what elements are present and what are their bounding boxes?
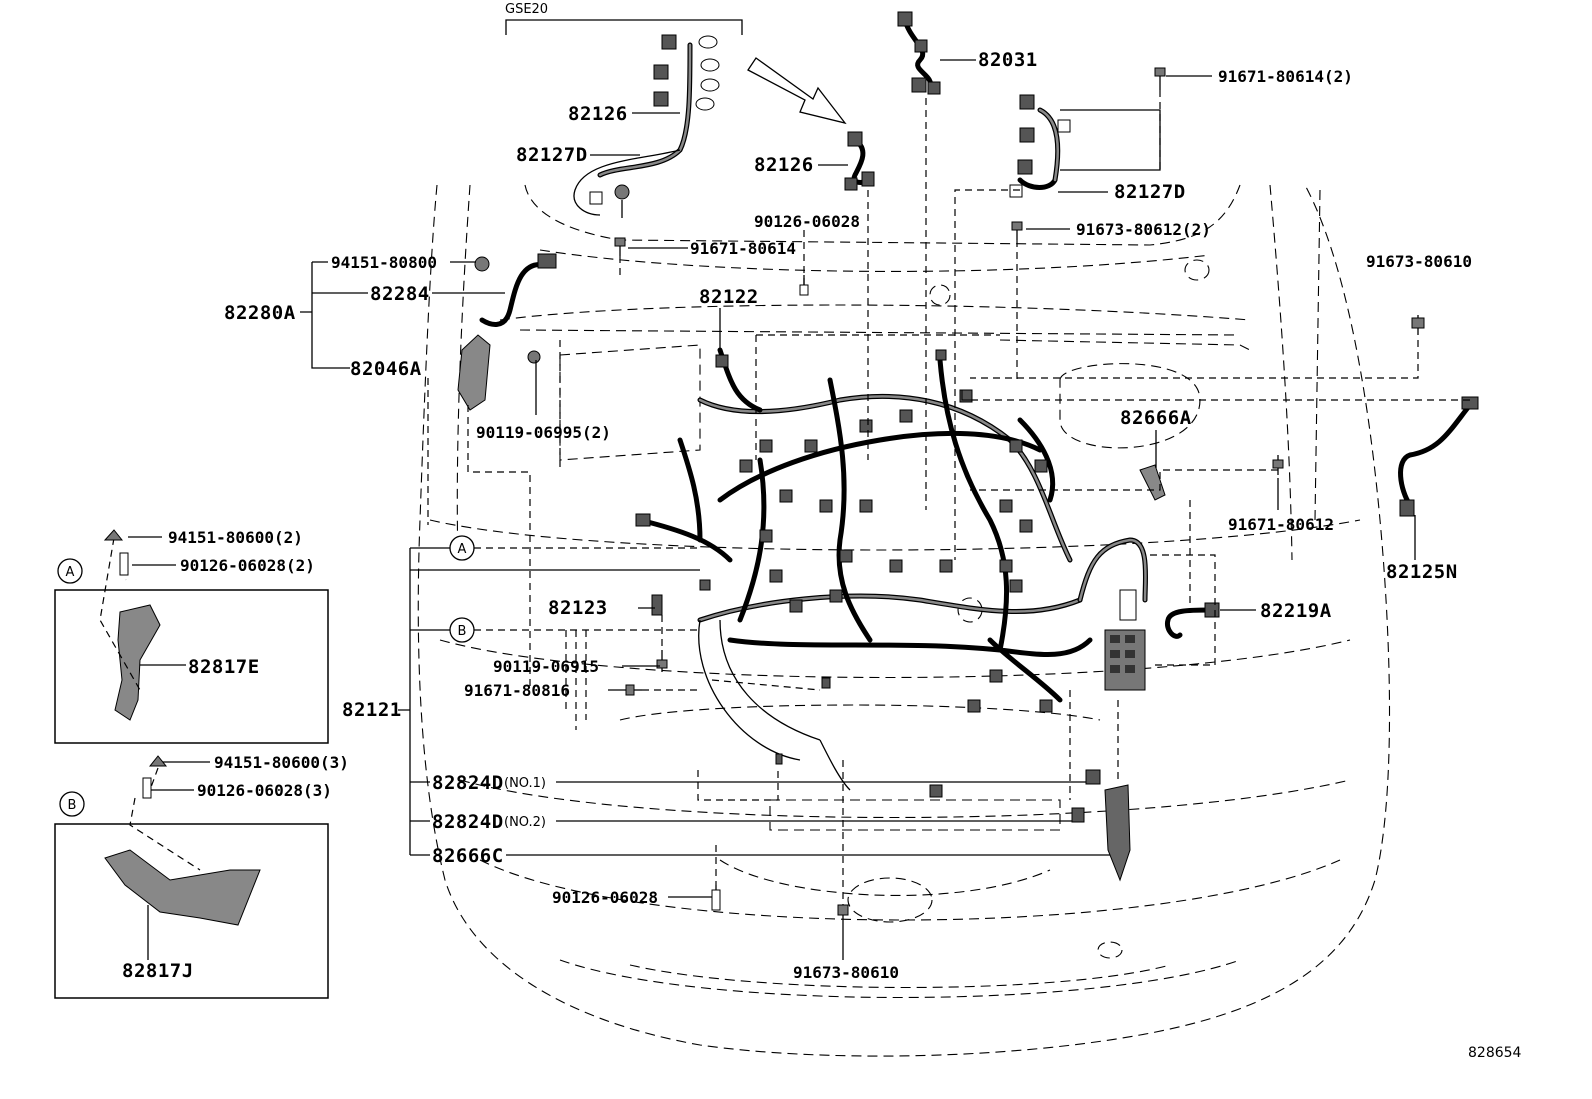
clamp-82666a (1139, 464, 1166, 501)
label-94151-80800: 94151-80800 (331, 253, 437, 272)
callout-b-inset-label: B (68, 798, 77, 813)
label-91673-80610-bottom: 91673-80610 (793, 963, 899, 982)
leader-lines (300, 59, 1470, 960)
label-82125n: 82125N (1386, 561, 1458, 583)
harness-82125n (1398, 396, 1479, 517)
label-82817e: 82817E (188, 656, 260, 678)
callout-b-main-label: B (458, 624, 467, 639)
label-82666c: 82666C (432, 845, 504, 867)
inset-b (54, 755, 329, 999)
label-90126-06028-3: 90126-06028(3) (197, 781, 332, 800)
label-82046a: 82046A (350, 358, 422, 380)
callout-a-main: A (449, 535, 475, 561)
label-82824d-no1-note: (NO.1) (504, 776, 546, 791)
label-82824d-no2-note: (NO.2) (504, 815, 546, 830)
label-82122: 82122 (699, 286, 759, 308)
label-91673-80610-right: 91673-80610 (1366, 252, 1472, 271)
label-90119-06995-2: 90119-06995(2) (476, 423, 611, 442)
label-82824d-no1: 82824D (432, 772, 504, 794)
label-82817j: 82817J (122, 960, 194, 982)
relay-block (1104, 589, 1146, 691)
harness-82031 (897, 11, 941, 95)
illustration-number: 828654 (1468, 1045, 1522, 1061)
label-91673-80612-2: 91673-80612(2) (1076, 220, 1211, 239)
label-91671-80612: 91671-80612 (1228, 515, 1334, 534)
label-94151-80600-2: 94151-80600(2) (168, 528, 303, 547)
harness-82126-gse20 (505, 19, 847, 218)
label-90119-06915: 90119-06915 (493, 657, 599, 676)
label-82824d-no2: 82824D (432, 811, 504, 833)
label-82126-top: 82126 (568, 103, 628, 125)
callout-a-inset: A (57, 558, 83, 584)
harness-82126-mid (844, 131, 875, 191)
label-91671-80614-2: 91671-80614(2) (1218, 67, 1353, 86)
label-82126-mid: 82126 (754, 154, 814, 176)
label-gse20: GSE20 (505, 2, 548, 17)
label-91671-80816: 91671-80816 (464, 681, 570, 700)
label-82280a: 82280A (224, 302, 296, 324)
label-82219a: 82219A (1260, 600, 1332, 622)
label-94151-80600-3: 94151-80600(3) (214, 753, 349, 772)
label-82127d-left: 82127D (516, 144, 588, 166)
bolts (614, 67, 1425, 925)
part-labels: GSE20 82126 82127D 91671-80614 82126 820… (122, 2, 1522, 1061)
label-82031: 82031 (978, 49, 1038, 71)
label-82121: 82121 (342, 699, 402, 721)
callout-b-main: B (449, 617, 475, 643)
harness-82284 (457, 253, 557, 411)
label-82666a: 82666A (1120, 407, 1192, 429)
label-82123: 82123 (548, 597, 608, 619)
label-82284: 82284 (370, 283, 430, 305)
harness-82219a (1164, 602, 1220, 639)
callout-b-inset: B (59, 791, 85, 817)
engine-wire-harness (635, 347, 1149, 882)
callout-a-main-label: A (458, 542, 467, 557)
label-91671-80614: 91671-80614 (690, 239, 796, 258)
label-90126-06028-bottom: 90126-06028 (552, 888, 658, 907)
label-82127d-right: 82127D (1114, 181, 1186, 203)
bracket-82666c (1104, 784, 1131, 882)
callout-a-inset-label: A (66, 565, 75, 580)
label-90126-06028-top: 90126-06028 (754, 212, 860, 231)
vehicle-body-outline (417, 184, 1391, 1057)
label-90126-06028-2: 90126-06028(2) (180, 556, 315, 575)
inset-a (54, 529, 329, 744)
